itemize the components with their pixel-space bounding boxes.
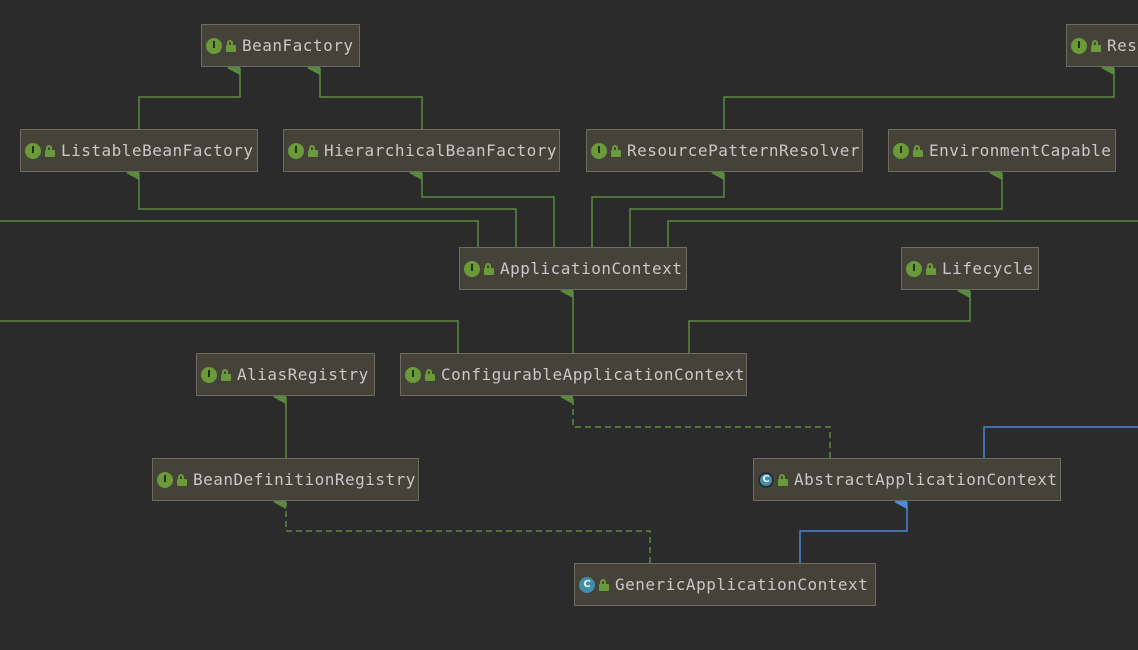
edge-configurable-to-lifecycle [688, 284, 971, 353]
interface-icon: I [906, 260, 922, 277]
lock-open-icon [599, 578, 610, 591]
node-beanfactory[interactable]: I BeanFactory [201, 24, 360, 67]
node-label: EnvironmentCapable [929, 141, 1112, 160]
node-resourcepatternresolver[interactable]: I ResourcePatternResolver [586, 129, 863, 172]
node-abstractapplicationcontext[interactable]: C AbstractApplicationContext [753, 458, 1061, 501]
node-label: ListableBeanFactory [61, 141, 254, 160]
edge-appcontext-to-listable [126, 166, 517, 247]
interface-icon: I [893, 142, 909, 159]
node-applicationcontext[interactable]: I ApplicationContext [459, 247, 687, 290]
interface-icon: I [201, 366, 217, 383]
interface-icon: I [405, 366, 421, 383]
edge-appcontext-offscreen-right [667, 220, 1138, 247]
edge-generic-to-abstract [799, 495, 908, 563]
node-label: ResourcePatternResolver [627, 141, 861, 160]
interface-icon: I [157, 471, 173, 488]
node-genericapplicationcontext[interactable]: C GenericApplicationContext [574, 563, 876, 606]
interface-icon: I [591, 142, 607, 159]
class-icon: C [579, 576, 595, 593]
node-label: Lifecycle [942, 259, 1034, 278]
lock-open-icon [484, 262, 495, 275]
lock-open-icon [308, 144, 319, 157]
lock-open-icon [221, 368, 232, 381]
edge-abstract-to-configurable [560, 390, 831, 458]
edge-appcontext-to-environment [629, 166, 1003, 247]
node-label: ConfigurableApplicationContext [441, 365, 745, 384]
lock-open-icon [425, 368, 436, 381]
node-label: Res [1107, 36, 1138, 55]
edge-appcontext-to-resourcepattern [591, 166, 725, 247]
node-label: BeanFactory [242, 36, 354, 55]
edge-appcontext-to-hierarchical [409, 166, 555, 247]
interface-icon: I [25, 142, 41, 159]
node-aliasregistry[interactable]: I AliasRegistry [196, 353, 375, 396]
node-environmentcapable[interactable]: I EnvironmentCapable [888, 129, 1116, 172]
node-res[interactable]: I Res [1066, 24, 1138, 67]
interface-icon: I [464, 260, 480, 277]
node-label: HierarchicalBeanFactory [324, 141, 558, 160]
node-label: AliasRegistry [237, 365, 369, 384]
lock-open-icon [913, 144, 924, 157]
edge-resourcepattern-to-res [723, 61, 1115, 129]
node-label: ApplicationContext [500, 259, 683, 278]
lock-open-icon [1091, 39, 1102, 52]
lock-open-icon [926, 262, 937, 275]
edge-generic-to-registry [273, 495, 651, 563]
interface-icon: I [288, 142, 304, 159]
interface-icon: I [206, 37, 222, 54]
node-lifecycle[interactable]: I Lifecycle [901, 247, 1039, 290]
node-label: AbstractApplicationContext [794, 470, 1058, 489]
node-listablebeanfactory[interactable]: I ListableBeanFactory [20, 129, 258, 172]
lock-open-icon [226, 39, 237, 52]
node-label: GenericApplicationContext [615, 575, 869, 594]
node-configurableapplicationcontext[interactable]: I ConfigurableApplicationContext [400, 353, 747, 396]
abstract-class-icon: C [758, 471, 774, 488]
edge-configurable-offscreen-left [0, 320, 459, 353]
lock-open-icon [778, 473, 789, 486]
interface-icon: I [1071, 37, 1087, 54]
node-beandefinitionregistry[interactable]: I BeanDefinitionRegistry [152, 458, 419, 501]
edge-abstract-offscreen-right [983, 426, 1138, 458]
lock-open-icon [177, 473, 188, 486]
edge-hierarchical-to-beanfactory [307, 61, 423, 129]
lock-open-icon [45, 144, 56, 157]
edge-appcontext-offscreen-left [0, 220, 479, 247]
edge-listable-to-beanfactory [138, 61, 241, 129]
lock-open-icon [611, 144, 622, 157]
node-hierarchicalbeanfactory[interactable]: I HierarchicalBeanFactory [283, 129, 560, 172]
node-label: BeanDefinitionRegistry [193, 470, 416, 489]
